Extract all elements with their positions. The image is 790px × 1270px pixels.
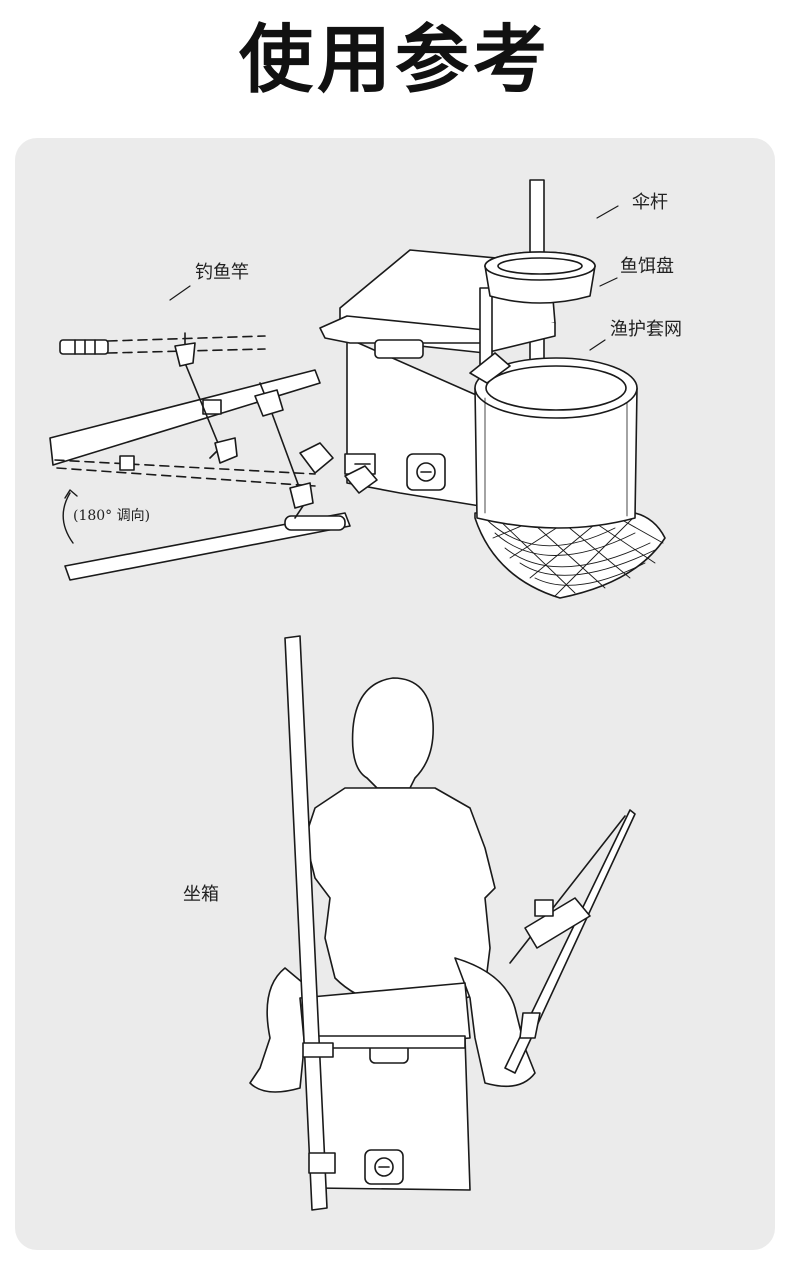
fish-net-drawing: [469, 352, 666, 599]
person-silhouette-drawing: [249, 677, 536, 1093]
page-title: 使用参考: [239, 17, 551, 103]
label-seat-box: 坐箱: [183, 884, 219, 905]
seated-pole-drawing: [284, 635, 336, 1211]
label-bait-tray: 鱼饵盘: [620, 256, 674, 277]
fishing-rod-holder-drawing: [49, 332, 378, 581]
seated-box-drawing: [299, 982, 471, 1191]
bait-tray-drawing: [479, 251, 596, 369]
seated-rod-holder-drawing: [504, 809, 636, 1074]
label-fish-net: 渔护套网: [610, 319, 682, 340]
label-rotation: (180° 调向): [73, 508, 151, 524]
illustration-panel: 伞杆 鱼饵盘 渔护套网 钓鱼竿 (180° 调向) 坐箱: [15, 138, 775, 1250]
label-umbrella-pole: 伞杆: [632, 192, 668, 213]
label-fishing-rod: 钓鱼竿: [195, 262, 249, 283]
line-art-illustration: [49, 179, 666, 1211]
label-leader-lines: [169, 205, 619, 351]
